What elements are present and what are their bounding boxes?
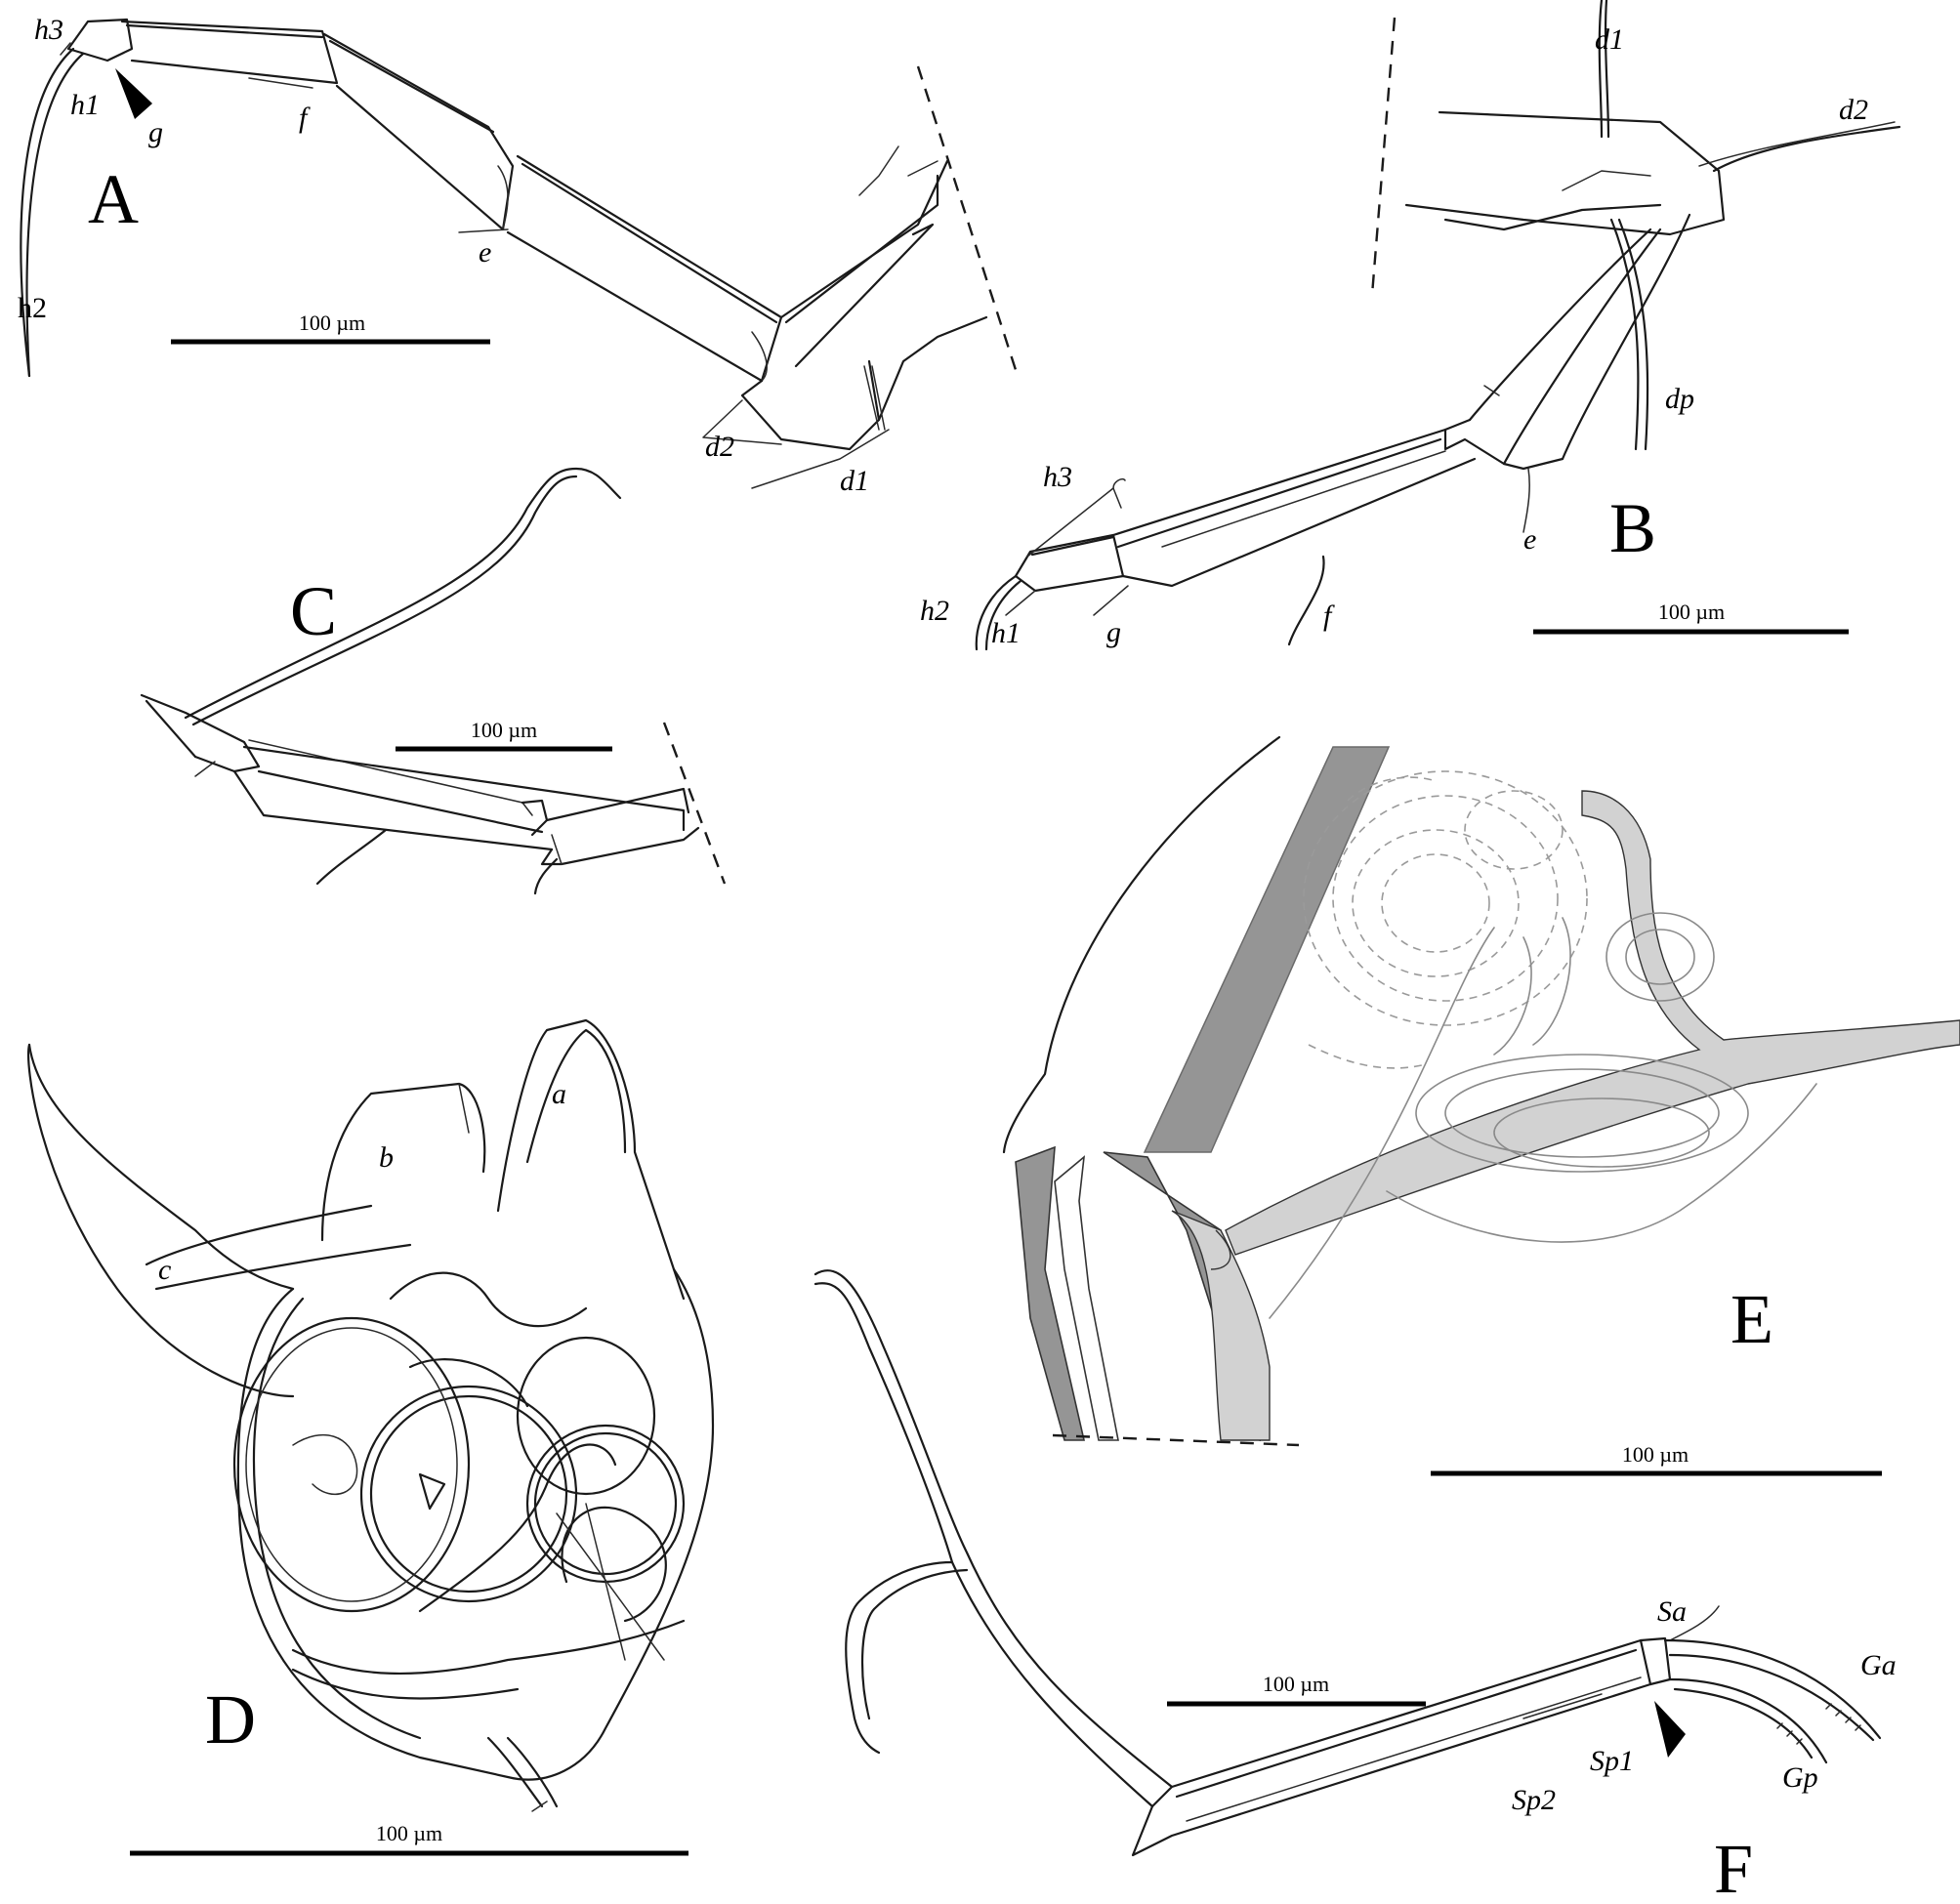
panel-c-leg-drawing	[140, 467, 700, 895]
panel-d-scale-bar: 100 µm	[130, 1821, 688, 1856]
label-d-b: b	[379, 1141, 394, 1174]
panel-d: D a b c 100 µm	[27, 1018, 715, 1856]
label-f-sa: Sa	[1657, 1595, 1687, 1628]
panel-b: B d1 d2 dp h3 e h2 h1 g f 100 µm	[920, 0, 1901, 651]
panel-e: E 100 µm	[1002, 735, 1960, 1476]
panel-a: A h3 h1 g f h2 e d2 d1 100 µm	[18, 14, 1020, 497]
panel-d-letter: D	[205, 1680, 256, 1759]
panel-d-scale-label: 100 µm	[376, 1821, 442, 1845]
label-b-dp: dp	[1665, 383, 1694, 415]
panel-a-letter: A	[88, 160, 139, 238]
panel-f-leg-drawing	[813, 1269, 1882, 1857]
label-a-d2: d2	[705, 431, 734, 463]
arrowhead-f	[1654, 1701, 1686, 1758]
label-f-ga: Ga	[1860, 1649, 1897, 1681]
panel-f-letter: F	[1714, 1830, 1753, 1904]
panel-a-scale-label: 100 µm	[299, 310, 365, 335]
label-b-h2: h2	[920, 595, 949, 627]
label-f-gp: Gp	[1782, 1761, 1818, 1794]
panel-f: F Sa Ga Sp1 Gp Sp2 100 µm	[813, 1269, 1897, 1904]
panel-e-cut-line	[1052, 1433, 1300, 1447]
panel-e-section-drawing	[1002, 735, 1960, 1442]
panel-d-genitalia-drawing	[27, 1018, 715, 1812]
label-b-f: f	[1323, 600, 1335, 632]
label-b-d2: d2	[1839, 94, 1868, 126]
label-d-c: c	[158, 1254, 171, 1286]
label-a-h2: h2	[18, 292, 47, 324]
label-b-h1: h1	[991, 617, 1021, 649]
panel-e-scale-bar: 100 µm	[1431, 1442, 1882, 1476]
label-a-e: e	[479, 236, 491, 269]
panel-c-letter: C	[290, 572, 337, 650]
label-a-d1: d1	[840, 465, 869, 497]
label-b-d1: d1	[1595, 23, 1624, 56]
panel-f-scale-label: 100 µm	[1263, 1672, 1329, 1696]
label-f-sp2: Sp2	[1512, 1784, 1556, 1816]
label-a-h1: h1	[70, 89, 100, 121]
panel-a-scale-bar: 100 µm	[171, 310, 490, 345]
panel-e-scale-label: 100 µm	[1622, 1442, 1689, 1467]
panel-c-scale-label: 100 µm	[471, 718, 537, 742]
label-b-h3: h3	[1043, 461, 1072, 493]
label-b-g: g	[1106, 616, 1121, 648]
panel-c: C 100 µm	[140, 467, 727, 895]
panel-b-cut-line	[1370, 17, 1397, 296]
panel-c-cut-line	[662, 722, 727, 885]
panel-b-scale-label: 100 µm	[1658, 600, 1725, 624]
label-b-e: e	[1523, 523, 1536, 556]
arrowhead-a-g	[115, 68, 152, 119]
label-a-g: g	[148, 116, 163, 148]
label-d-a: a	[552, 1078, 566, 1110]
panel-b-leg-drawing	[975, 0, 1901, 651]
label-f-sp1: Sp1	[1590, 1745, 1634, 1777]
panel-b-scale-bar: 100 µm	[1533, 600, 1849, 635]
panel-e-letter: E	[1731, 1280, 1773, 1358]
panel-a-leg-drawing	[20, 18, 988, 489]
label-a-h3: h3	[34, 14, 63, 46]
panel-f-scale-bar: 100 µm	[1167, 1672, 1426, 1707]
panel-a-cut-line	[916, 65, 1020, 377]
panel-c-scale-bar: 100 µm	[396, 718, 612, 752]
panel-b-letter: B	[1609, 489, 1656, 567]
label-a-f: f	[299, 102, 311, 134]
